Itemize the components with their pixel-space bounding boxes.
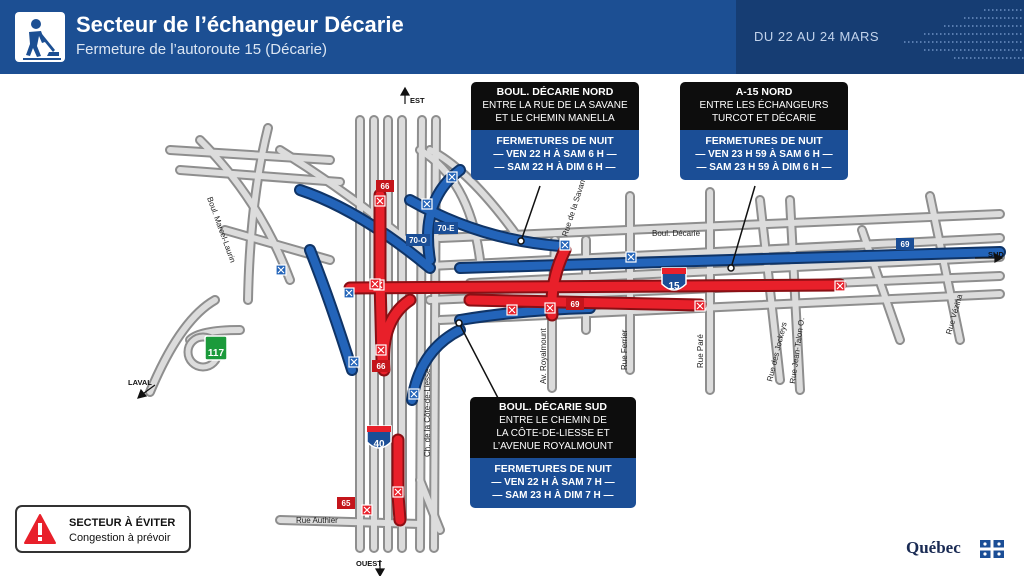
detour-x-icon (348, 356, 360, 368)
callout-title: BOUL. DÉCARIE SUD (499, 401, 607, 413)
direction-west: LAVAL (128, 378, 152, 387)
closure-time: — VEN 22 H À SAM 6 H — (493, 149, 617, 160)
exit-69-east-sign: 69 (896, 238, 914, 250)
callout-decarie-sud: BOUL. DÉCARIE SUD ENTRE LE CHEMIN DE LA … (470, 397, 636, 508)
callout-pointers (455, 185, 756, 399)
closure-time: — SAM 23 H À DIM 7 H — (492, 490, 614, 501)
legend-subtitle: Congestion à prévoir (69, 532, 171, 544)
svg-text:15: 15 (668, 281, 680, 292)
closure-x-icon (369, 278, 381, 290)
closure-x-icon (544, 302, 556, 314)
closure-time: — VEN 22 H À SAM 7 H — (491, 477, 615, 488)
callout-title: A-15 NORD (735, 86, 793, 98)
closure-markers (275, 171, 846, 516)
page-title: Secteur de l’échangeur Décarie (76, 12, 404, 37)
detour-x-icon (343, 287, 355, 299)
svg-text:66: 66 (381, 182, 390, 191)
callout-line: ENTRE LE CHEMIN DE (499, 415, 607, 426)
legend-title: SECTEUR À ÉVITER (69, 517, 176, 529)
svg-text:69: 69 (571, 300, 580, 309)
closure-x-icon (834, 280, 846, 292)
detour-x-icon (275, 264, 287, 276)
legend: SECTEUR À ÉVITER Congestion à prévoir (15, 505, 191, 553)
closure-time: — VEN 23 H 59 À SAM 6 H — (695, 149, 833, 160)
callout-line: ET LE CHEMIN MANELLA (495, 113, 615, 124)
direction-arrows (137, 86, 1004, 576)
svg-text:117: 117 (208, 348, 225, 359)
svg-text:70-E: 70-E (438, 224, 456, 233)
quebec-flag-icon (980, 540, 1004, 558)
callout-line: L’AVENUE ROYALMOUNT (492, 441, 614, 452)
exit-70o-sign: 70-O (406, 234, 430, 246)
svg-text:40: 40 (373, 439, 385, 450)
direction-north: EST (410, 96, 425, 105)
logo-text: Québec (906, 538, 961, 557)
callout-a15-nord: A-15 NORD ENTRE LES ÉCHANGEURS TURCOT ET… (680, 82, 848, 180)
detour-x-icon (421, 198, 433, 210)
closure-x-icon (374, 195, 386, 207)
svg-text:65: 65 (342, 499, 351, 508)
exit-70e-sign: 70-E (434, 222, 458, 234)
page-subtitle: Fermeture de l’autoroute 15 (Décarie) (76, 41, 327, 58)
svg-text:70-O: 70-O (409, 236, 427, 245)
decorative-dots (904, 9, 1024, 59)
closure-title: FERMETURES DE NUIT (494, 463, 612, 475)
street-label-cote-de-liesse: Ch. de la Côte-de-Liesse (423, 368, 432, 457)
detour-x-icon (559, 239, 571, 251)
header-date-panel (736, 0, 1024, 74)
closure-x-icon (506, 304, 518, 316)
a40-shield: 40 (366, 425, 392, 450)
date-range: DU 22 AU 24 MARS (754, 29, 880, 44)
road-worker-icon (15, 12, 65, 62)
exit-65-sign: 65 (337, 497, 355, 509)
callout-line: ENTRE LES ÉCHANGEURS (699, 100, 829, 111)
closure-title: FERMETURES DE NUIT (705, 135, 823, 147)
quebec-logo: Québec (906, 538, 1016, 562)
exit-66-top-sign: 66 (376, 180, 394, 192)
callout-line: LA CÔTE-DE-LIESSE ET (496, 428, 610, 439)
route-117-shield: 117 (204, 335, 228, 361)
closure-time: — SAM 23 H 59 À DIM 6 H — (696, 162, 832, 173)
closure-time: — SAM 22 H À DIM 6 H — (494, 162, 616, 173)
closure-title: FERMETURES DE NUIT (496, 135, 614, 147)
street-label-ferrier: Rue Ferrier (620, 329, 629, 370)
warning-triangle-icon (24, 514, 56, 544)
svg-text:66: 66 (377, 362, 386, 371)
closure-x-icon (361, 504, 373, 516)
detour-x-icon (625, 251, 637, 263)
closure-x-icon (392, 486, 404, 498)
a15-shield: 15 (661, 267, 687, 292)
callout-title: BOUL. DÉCARIE NORD (496, 86, 614, 98)
street-label-pare: Rue Paré (696, 334, 705, 368)
exit-69-west-sign: 69 (566, 298, 584, 310)
header-banner: Secteur de l’échangeur Décarie Fermeture… (0, 0, 1024, 74)
closure-x-icon (694, 300, 706, 312)
street-label-authier: Rue Authier (296, 516, 338, 525)
callout-line: TURCOT ET DÉCARIE (711, 113, 817, 124)
callout-decarie-nord: BOUL. DÉCARIE NORD ENTRE LA RUE DE LA SA… (471, 82, 639, 180)
callout-line: ENTRE LA RUE DE LA SAVANE (482, 100, 628, 111)
detour-x-icon (446, 171, 458, 183)
street-label-royalmount: Av. Royalmount (539, 327, 548, 384)
direction-south: OUEST (356, 559, 382, 568)
closure-x-icon (375, 344, 387, 356)
street-label-decarie: Boul. Décarie (652, 229, 701, 238)
interchange-map: Boul. Marcel-Laurin Boul. Décarie Rue de… (128, 86, 1006, 576)
exit-66-bottom-sign: 66 (372, 360, 390, 372)
svg-text:69: 69 (901, 240, 910, 249)
detour-x-icon (408, 388, 420, 400)
direction-east: SUD (988, 250, 1004, 259)
